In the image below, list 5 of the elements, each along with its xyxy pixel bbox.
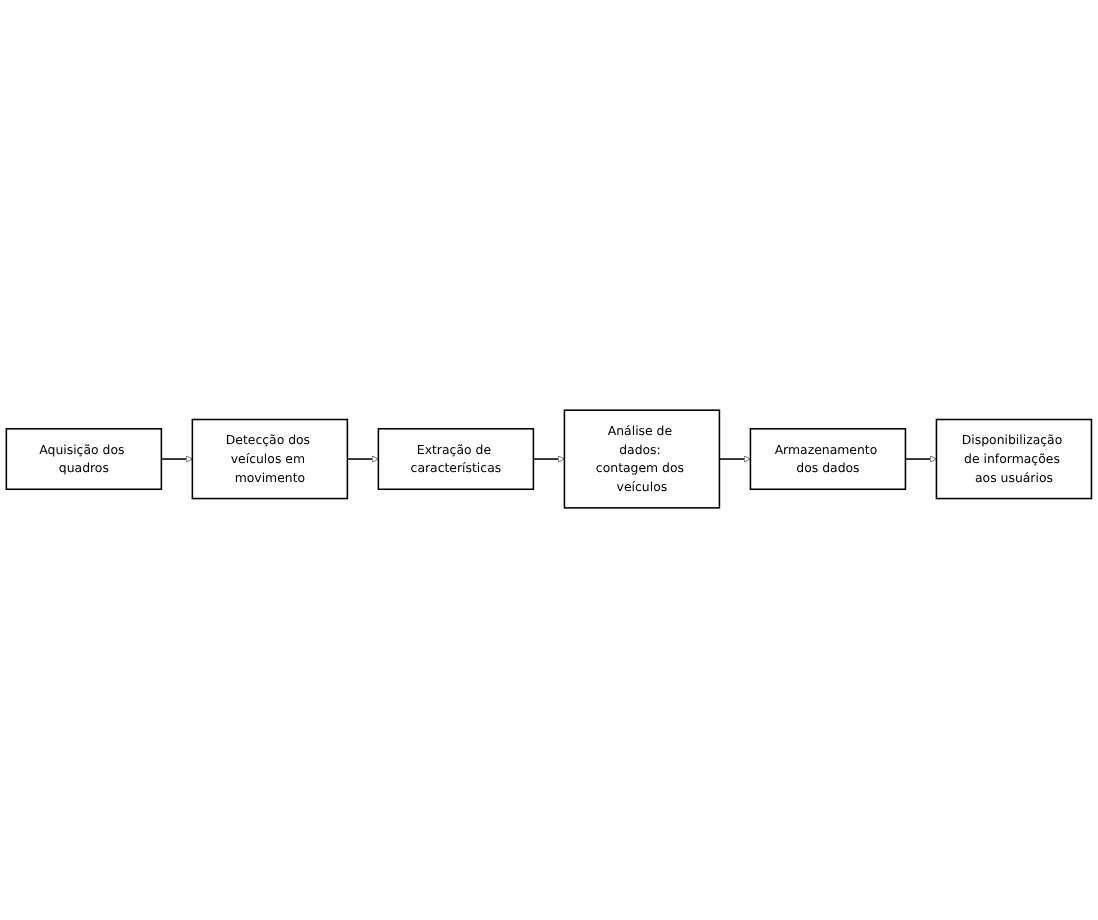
arrow <box>904 456 937 464</box>
arrow <box>346 456 379 464</box>
arrow <box>718 456 751 464</box>
arrow <box>160 456 193 464</box>
arrow <box>532 456 565 464</box>
